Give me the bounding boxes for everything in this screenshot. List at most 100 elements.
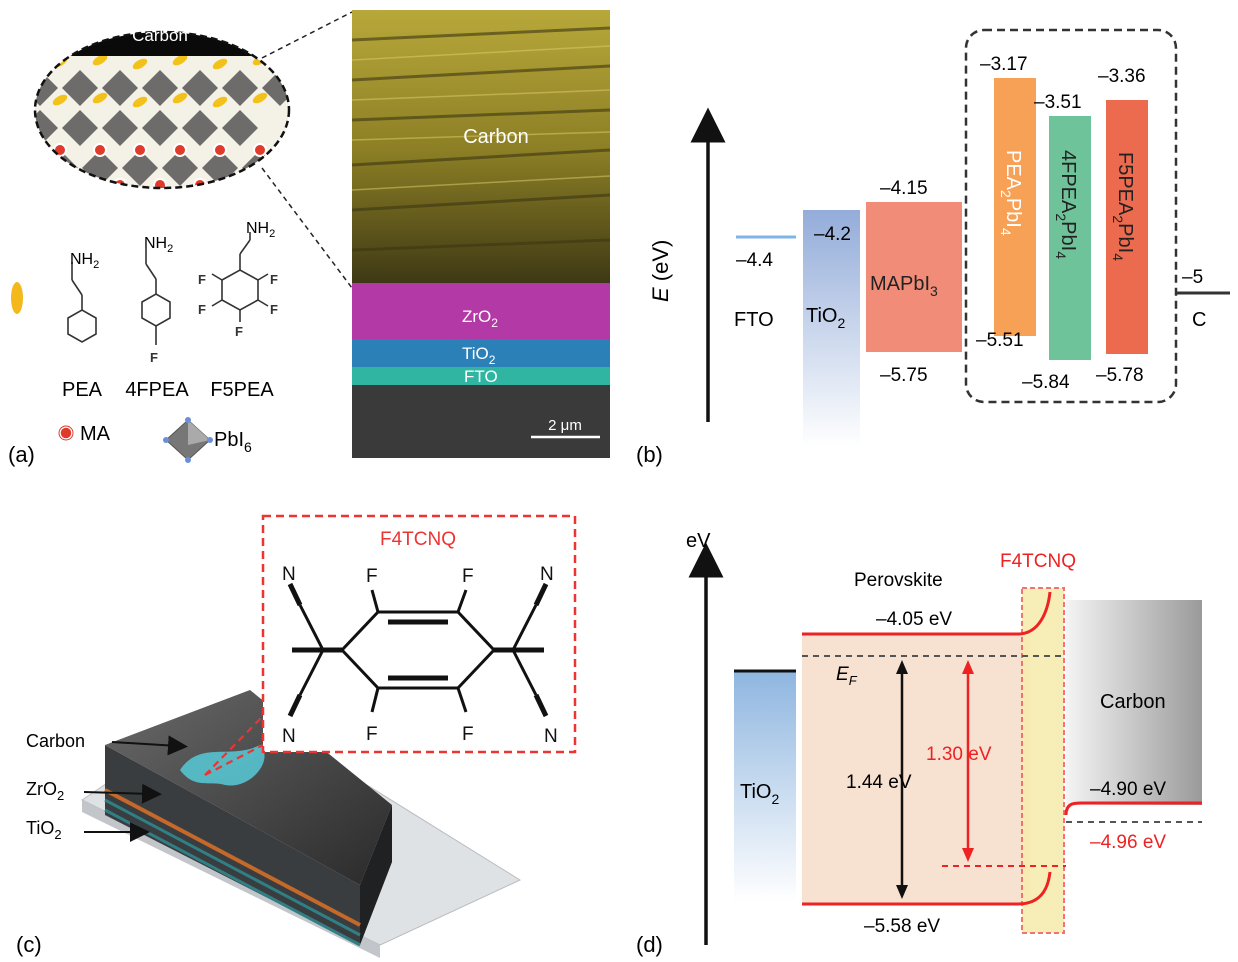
sem-fto-label: FTO	[464, 367, 498, 386]
ma-legend-icon	[59, 426, 73, 440]
zoom-line-bottom	[261, 167, 353, 289]
perovskite-vb-line	[802, 871, 1052, 906]
perovskite-label: Perovskite	[854, 570, 943, 591]
carbon-value: –5	[1182, 267, 1203, 288]
f5pea2pbi4-band	[1106, 100, 1148, 354]
atom-n-1: N	[282, 564, 296, 585]
4fpea-fluorine: F	[150, 350, 158, 365]
carbon-level-label: –4.90 eV	[1090, 779, 1166, 800]
perovskite-band-fill	[802, 634, 1030, 904]
carbon-region	[1066, 600, 1202, 805]
carbon-label-d: Carbon	[1100, 691, 1166, 713]
fto-label: FTO	[734, 309, 774, 331]
pbi6-octahedron-icon	[163, 417, 213, 463]
black-gap-label: 1.44 eV	[846, 772, 912, 793]
device-illustration	[81, 690, 522, 958]
mapbi3-band	[866, 202, 962, 352]
2d-perovskite-group-box	[964, 28, 1178, 404]
f4tcnq-layer	[1021, 587, 1065, 934]
bottom-level-label: –5.58 eV	[864, 916, 940, 937]
mapbi3-bottom-value: –5.75	[880, 365, 928, 386]
ma-legend-label: MA	[80, 423, 111, 445]
pea2pbi4-band	[994, 78, 1036, 336]
fto-value: –4.4	[736, 250, 773, 271]
zoom-line-top	[261, 11, 353, 59]
atom-n-3: N	[282, 726, 296, 747]
mapbi3-top-value: –4.15	[880, 178, 928, 199]
panel-a: Carbon NH2 NH2 NH2 F F F F F	[8, 10, 611, 467]
tio2-label: TiO2	[806, 305, 845, 331]
molecule-label-pea: PEA	[62, 379, 103, 401]
f5pea-molecule	[211, 232, 269, 322]
atom-f-3: F	[366, 724, 378, 745]
f5pea-nh2: NH2	[246, 220, 275, 240]
mapbi3-label: MAPbI3	[870, 273, 938, 299]
atom-f-4: F	[462, 724, 474, 745]
atom-n-4: N	[544, 726, 558, 747]
4fpea-nh2: NH2	[144, 235, 173, 255]
sem-cross-section-image	[351, 10, 611, 458]
f5pea2pbi4-bottom-value: –5.78	[1096, 365, 1144, 386]
crystal-ellipse-outline	[33, 30, 291, 190]
pea-molecule	[67, 262, 97, 343]
molecule-label-f5pea: F5PEA	[210, 379, 274, 401]
sem-tio2-label: TiO2	[462, 344, 496, 367]
layer-label-zro2: ZrO2	[26, 779, 64, 803]
f5pea2pbi4-top-value: –3.36	[1098, 66, 1146, 87]
pbi6-legend-label: PbI6	[214, 429, 252, 455]
4fpea2pbi4-bottom-value: –5.84	[1022, 372, 1070, 393]
f5pea-fluorine-1: F	[198, 272, 206, 287]
sem-carbon-label: Carbon	[463, 126, 529, 148]
f5pea-fluorine-5: F	[235, 324, 243, 339]
f4tcnq-structure-box	[261, 514, 577, 754]
4fpea2pbi4-top-value: –3.51	[1034, 92, 1082, 113]
panel-a-label: (a)	[8, 442, 35, 467]
molecule-label-4fpea: 4FPEA	[125, 379, 189, 401]
pea2pbi4-top-value: –3.17	[980, 54, 1028, 75]
f5pea-fluorine-3: F	[198, 302, 206, 317]
f4tcnq-molecule	[287, 582, 549, 718]
energy-axis-label: E (eV)	[648, 240, 673, 302]
layer-label-tio2: TiO2	[26, 818, 62, 842]
f5pea-fluorine-4: F	[270, 302, 278, 317]
perovskite-cb-line	[802, 591, 1052, 636]
f4tcnq-label-d: F4TCNQ	[1000, 551, 1076, 572]
tio2-value: –4.2	[814, 224, 851, 245]
atom-f-1: F	[366, 566, 378, 587]
layer-pointer-zro2	[83, 783, 162, 804]
fermi-level-label: EF	[836, 664, 858, 688]
4fpea-molecule	[141, 248, 171, 345]
organic-cation-icon	[11, 282, 23, 314]
zoom-line-c2	[204, 744, 264, 776]
4fpea2pbi4-band	[1049, 116, 1091, 360]
scale-bar-label: 2 μm	[548, 417, 582, 434]
layer-label-carbon: Carbon	[26, 731, 85, 751]
4fpea2pbi4-label: 4FPEA2PbI4	[1053, 150, 1079, 259]
atom-f-2: F	[462, 566, 474, 587]
panel-d-label: (d)	[636, 932, 663, 957]
f4tcnq-title: F4TCNQ	[380, 529, 456, 550]
tio2-band-d	[734, 672, 796, 902]
sem-zro2-label: ZrO2	[462, 307, 498, 330]
ev-axis-label: eV	[686, 530, 711, 552]
panel-d: eV TiO2 Perovskite F4TCNQ Carbon –4.05 e…	[636, 530, 1202, 957]
carbon-cap-label: Carbon	[132, 26, 188, 45]
f5pea2pbi4-label: F5PEA2PbI4	[1110, 152, 1136, 261]
red-gap-label: 1.30 eV	[926, 744, 992, 765]
ma-legend-ring	[58, 425, 74, 441]
atom-n-2: N	[540, 564, 554, 585]
carbon-label: C	[1192, 309, 1206, 331]
carbon-fermi-line	[1064, 801, 1202, 816]
f5pea-fluorine-2: F	[270, 272, 278, 287]
crystal-structure-illustration	[35, 32, 289, 188]
panel-b: E (eV) –4.4 FTO –4.2 TiO2 –4.15 –5.75 MA…	[636, 28, 1230, 467]
pea-nh2: NH2	[70, 251, 99, 271]
top-level-label: –4.05 eV	[876, 609, 952, 630]
pea2pbi4-bottom-value: –5.51	[976, 330, 1024, 351]
pea2pbi4-label: PEA2PbI4	[998, 150, 1024, 236]
layer-pointer-carbon	[111, 735, 188, 756]
panel-b-label: (b)	[636, 442, 663, 467]
panel-c: F4TCNQ N N N N F F F F Carbon ZrO2	[16, 514, 577, 958]
carbon-red-level-label: –4.96 eV	[1090, 832, 1166, 853]
